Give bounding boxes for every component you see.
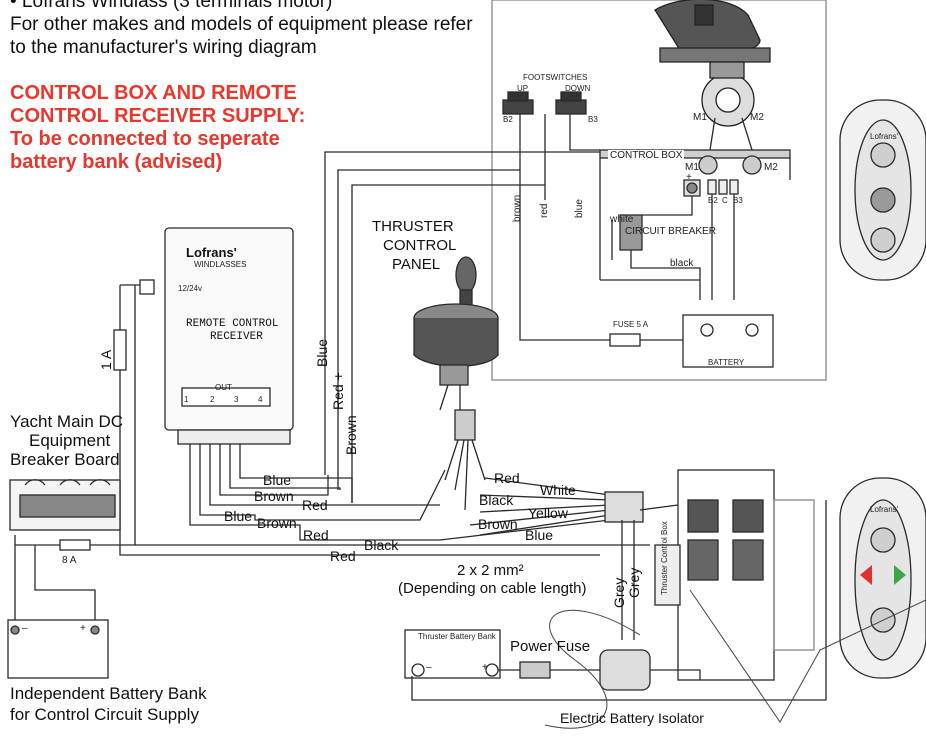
- remote-fob-bottom: [839, 477, 926, 679]
- cb-plus-label: +: [686, 172, 692, 183]
- wire-blue-2: Blue: [224, 508, 253, 524]
- isolator-label: Electric Battery Isolator: [560, 710, 704, 726]
- footswitch-down-label: DOWN: [565, 84, 591, 93]
- receiver-ch4: 4: [258, 395, 263, 404]
- receiver-out-label: OUT: [215, 383, 232, 392]
- power-fuse-label: Power Fuse: [510, 638, 591, 655]
- grey-wire-1: Grey: [611, 577, 627, 608]
- footswitch-down: [555, 91, 587, 115]
- thruster-wire-yellow: Yellow: [528, 505, 568, 521]
- m1-label: M1: [693, 112, 707, 123]
- thruster-panel-line-3: PANEL: [392, 256, 441, 273]
- thruster-battery-label: Thruster Battery Bank: [418, 632, 496, 641]
- remote-fob-top: [839, 99, 926, 281]
- battery-label: BATTERY: [708, 358, 745, 367]
- wire-red-3: Red: [330, 548, 356, 564]
- receiver-ch3: 3: [234, 395, 239, 404]
- fuse-5a-label: FUSE 5 A: [613, 320, 649, 329]
- wire-red-label: red: [539, 203, 550, 218]
- receiver-voltage: 12/24v: [178, 284, 203, 293]
- battery-bank-line-1: Independent Battery Bank: [10, 684, 207, 703]
- circuit-breaker-label: CIRCUIT BREAKER: [625, 226, 716, 237]
- wire-red-2: Red: [303, 527, 329, 543]
- windlass-battery: [682, 314, 774, 368]
- control-box-bar: [599, 149, 791, 159]
- thruster-joystick: [413, 256, 499, 386]
- breaker-board-line-3: Breaker Board: [10, 450, 120, 469]
- fuse-1a-label: 1 A: [98, 349, 114, 370]
- intro-bullet: • Lofrans Windlass (3 terminals motor): [10, 0, 333, 12]
- b3-label: B3: [588, 115, 598, 124]
- sv-watermark: [544, 589, 926, 729]
- b2-label: B2: [503, 115, 513, 124]
- breaker-board-line-2: Equipment: [29, 431, 111, 450]
- harness-brown-label: Brown: [343, 415, 359, 455]
- cb-b3-label: B3: [733, 196, 743, 205]
- thruster-panel-line-2: CONTROL: [383, 237, 457, 254]
- control-box-label: CONTROL BOX: [608, 150, 685, 161]
- thruster-battery-plus: +: [482, 662, 488, 673]
- cb-b2-label: B2: [708, 196, 718, 205]
- wire-black: Black: [364, 537, 399, 553]
- receiver-brand: Lofrans': [186, 245, 237, 260]
- windlass-motor: [654, 0, 771, 127]
- receiver-ch2: 2: [210, 395, 215, 404]
- footswitch-up: [502, 91, 534, 115]
- thruster-box-label: Thruster Control Box: [660, 521, 669, 595]
- cable-spec: 2 x 2 mm²: [457, 562, 524, 579]
- heading-line-1: CONTROL BOX AND REMOTE: [10, 82, 297, 104]
- remote-brand-bottom: Lofrans': [870, 505, 899, 514]
- wire-blue-1: Blue: [263, 472, 292, 488]
- wire-blue-label: blue: [574, 199, 585, 218]
- cb-m1-label: M1: [685, 162, 699, 173]
- wire-red-1: Red: [302, 497, 328, 513]
- footswitch-up-label: UP: [517, 84, 529, 93]
- heading-line-4: battery bank (advised): [10, 151, 223, 173]
- windlass-panel-frame: [491, 0, 827, 381]
- black-wire-label: black: [670, 258, 694, 269]
- cable-note: (Depending on cable length): [398, 580, 587, 597]
- cb-c-label: C: [722, 196, 728, 205]
- receiver-ch1: 1: [184, 395, 189, 404]
- m2-label: M2: [750, 112, 764, 123]
- receiver-title-1: REMOTE CONTROL: [186, 318, 279, 330]
- remote-brand-top: Lofrans': [870, 132, 899, 141]
- grey-wire-2: Grey: [626, 567, 642, 598]
- cb-m2-label: M2: [764, 162, 778, 173]
- receiver-sub: WINDLASSES: [194, 260, 247, 269]
- harness-red-label: Red +: [330, 372, 346, 410]
- wire-brown-1: Brown: [254, 488, 294, 504]
- thruster-wire-brown: Brown: [478, 516, 518, 532]
- breaker-board-line-1: Yacht Main DC: [10, 412, 124, 431]
- fuse-8a-label: 8 A: [62, 555, 77, 566]
- receiver-title-2: RECEIVER: [210, 331, 263, 343]
- thruster-wire-black: Black: [479, 492, 514, 508]
- battery-bank-line-2: for Control Circuit Supply: [10, 705, 199, 724]
- intro-line-2: to the manufacturer's wiring diagram: [10, 37, 317, 58]
- wire-brown-2: Brown: [257, 515, 297, 531]
- heading-line-3: To be connected to seperate: [10, 128, 280, 150]
- thruster-wire-blue: Blue: [525, 527, 554, 543]
- control-battery-minus: –: [22, 623, 28, 634]
- footswitches-label: FOOTSWITCHES: [523, 73, 588, 82]
- thruster-panel-line-1: THRUSTER: [372, 218, 454, 235]
- white-wire-label: white: [610, 214, 634, 225]
- intro-line-1: For other makes and models of equipment …: [10, 14, 473, 35]
- harness-blue-label: Blue: [314, 338, 330, 367]
- wire-brown-label: brown: [512, 194, 523, 222]
- thruster-wire-red: Red: [494, 470, 520, 486]
- control-battery-plus: +: [80, 623, 86, 634]
- thruster-wire-white: White: [540, 482, 576, 498]
- thruster-battery-minus: –: [426, 662, 432, 673]
- heading-line-2: CONTROL RECEIVER SUPPLY:: [10, 105, 306, 127]
